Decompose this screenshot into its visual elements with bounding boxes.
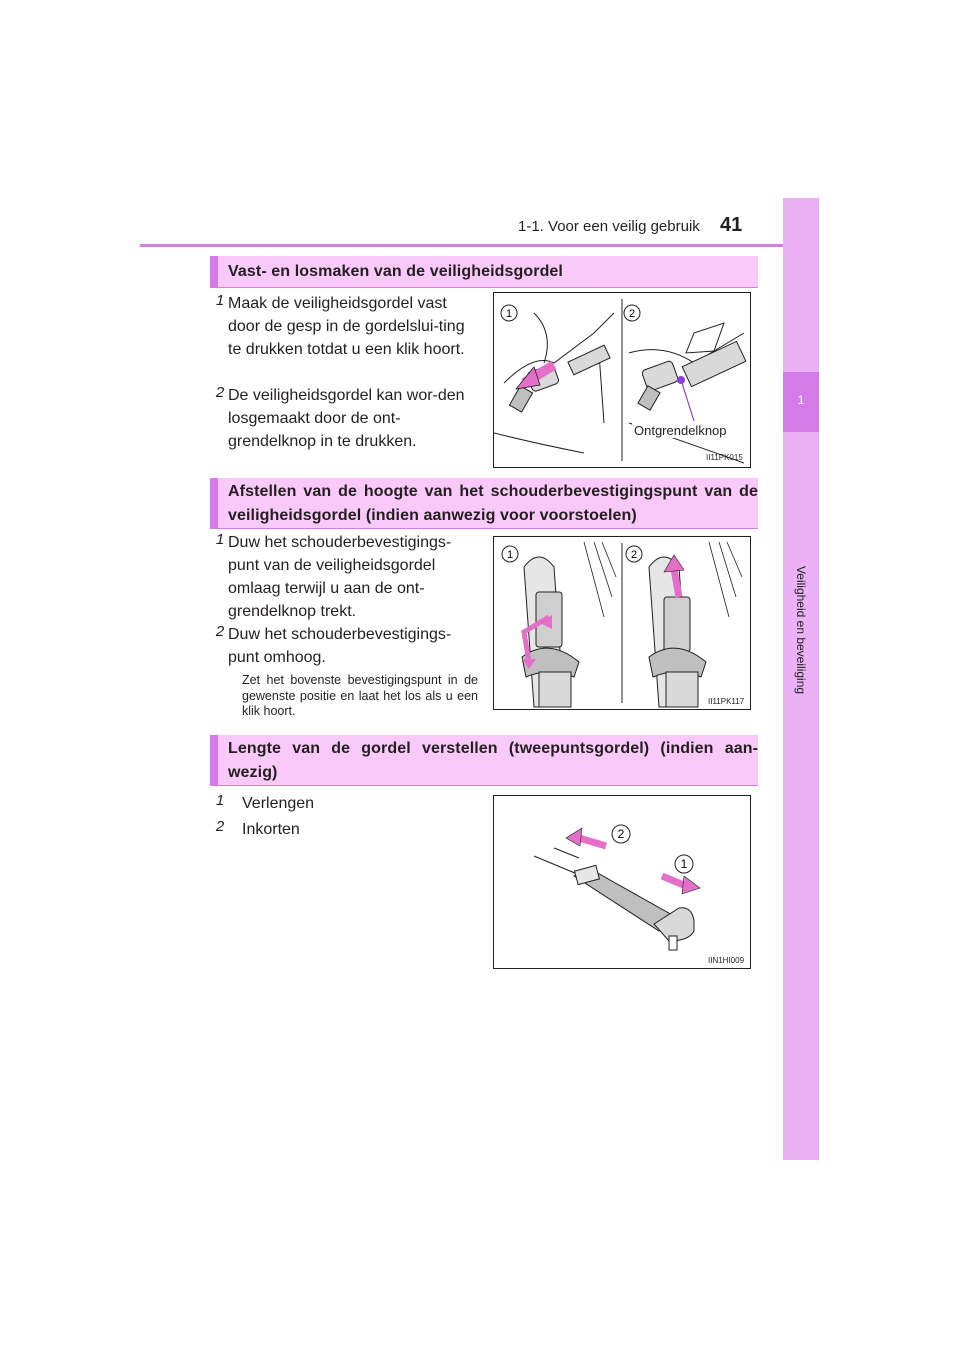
step-number: 2 xyxy=(215,818,225,835)
step-text: De veiligheidsgordel kan wor-den losgema… xyxy=(228,387,465,450)
step-text: Verlengen xyxy=(242,795,315,812)
buckle-illustration: 1 2 xyxy=(494,299,747,464)
step-text: Duw het schouderbevestigings-punt van de… xyxy=(228,534,452,620)
shoulder-anchor-illustration: 1 2 xyxy=(501,541,743,708)
step-number: 1 xyxy=(215,531,225,548)
step-note: Zet het bovenste bevestigingspunt in de … xyxy=(242,673,478,718)
figure-label-2: 2 xyxy=(631,549,637,561)
step-number: 1 xyxy=(215,792,225,809)
figure-belt-length: 2 1 IIN1HI009 xyxy=(493,795,751,969)
page-number: 41 xyxy=(720,214,743,236)
header-rule xyxy=(140,244,791,247)
figure-label-2: 2 xyxy=(629,308,635,320)
step-number: 2 xyxy=(215,384,225,401)
figure-code: IIN1HI009 xyxy=(708,956,745,965)
section-heading-shoulder-anchor: Afstellen van de hoogte van het schouder… xyxy=(210,478,758,529)
chapter-side-tab-active[interactable] xyxy=(783,372,819,432)
figure-code: II11PK117 xyxy=(708,697,745,706)
figure-shoulder-anchor: 1 2 II11PK117 xyxy=(493,536,751,710)
section-heading-fasten: Vast- en losmaken van de veiligheidsgord… xyxy=(210,256,758,288)
figure-code: II11PK015 xyxy=(706,453,743,462)
section-heading-belt-length: Lengte van de gordel verstellen (tweepun… xyxy=(210,735,758,786)
step-number: 1 xyxy=(215,292,225,309)
chapter-label: Veiligheid en beveiliging xyxy=(794,565,808,695)
step-number: 2 xyxy=(215,623,225,640)
belt-length-illustration: 2 1 xyxy=(533,824,701,951)
chapter-header: 1-1. Voor een veilig gebruik xyxy=(518,218,700,235)
figure-label-2: 2 xyxy=(618,827,625,841)
release-button-callout: Ontgrendelknop xyxy=(632,423,729,438)
chapter-number: 1 xyxy=(797,393,805,407)
step-text: Maak de veiligheidsgordel vast door de g… xyxy=(228,295,465,358)
step-text: Duw het schouderbevestigings-punt omhoog… xyxy=(228,626,452,666)
chapter-side-tab[interactable] xyxy=(783,198,819,1160)
figure-label-1: 1 xyxy=(506,308,512,320)
step-text: Inkorten xyxy=(242,821,300,838)
figure-label-1: 1 xyxy=(507,549,513,561)
figure-buckle: 1 2 Ontgrendelknop II11PK015 xyxy=(493,292,751,468)
figure-label-1: 1 xyxy=(681,857,688,871)
